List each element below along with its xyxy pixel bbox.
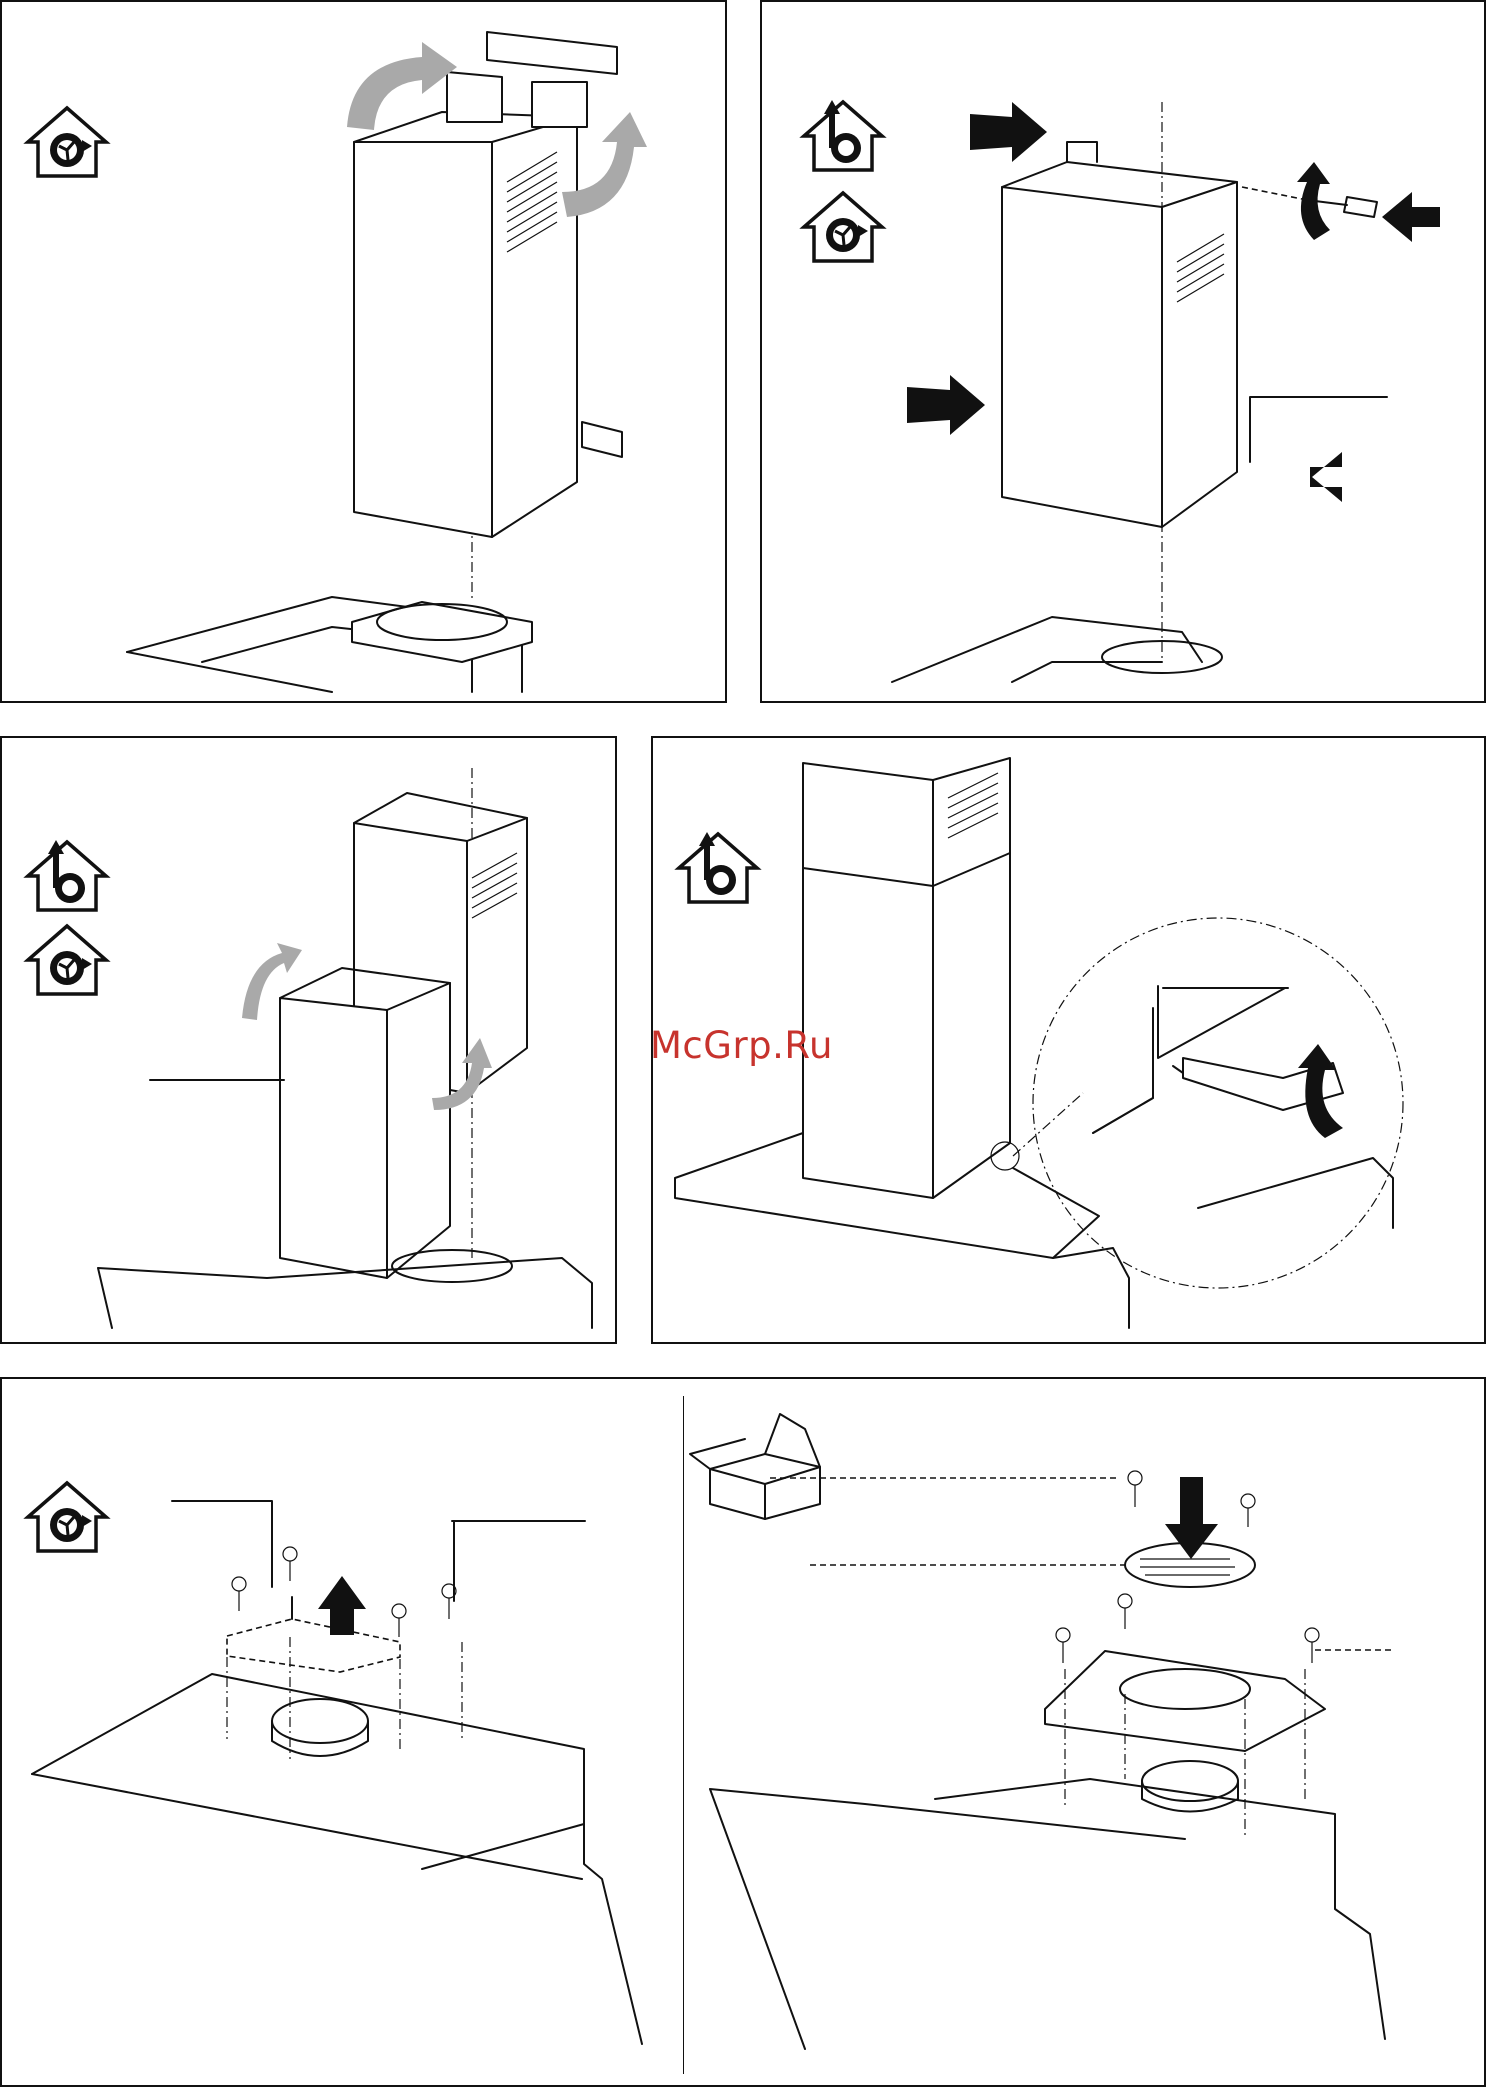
step-4-panel: McGrp.Ru — [651, 736, 1486, 1344]
step-2-panel — [760, 0, 1486, 703]
push-arrow — [907, 375, 985, 435]
extraction-mode-icon — [804, 100, 882, 170]
recirculation-mode-icon — [28, 1483, 106, 1551]
push-arrow — [1382, 192, 1440, 242]
push-arrow — [1310, 452, 1342, 502]
rotate-arrow-icon — [1297, 162, 1330, 240]
panel-divider — [683, 1396, 684, 2074]
step-6-illustration — [685, 1379, 1485, 2087]
extraction-mode-icon — [28, 840, 106, 910]
watermark-text: McGrp.Ru — [651, 1024, 833, 1067]
steps-5-6-panel — [0, 1377, 1486, 2087]
recirculation-mode-icon — [804, 193, 882, 261]
parts-box-icon — [690, 1414, 820, 1519]
step-1-panel — [0, 0, 727, 703]
recirculation-mode-icon — [28, 926, 106, 994]
down-arrow — [1165, 1477, 1218, 1559]
recirculation-mode-icon — [28, 108, 106, 176]
step-3-illustration — [2, 738, 617, 1344]
extraction-mode-icon — [679, 832, 757, 902]
push-arrow — [970, 102, 1047, 162]
step-3-panel — [0, 736, 617, 1344]
step-2-illustration — [762, 2, 1486, 703]
step-1-illustration — [2, 2, 727, 703]
